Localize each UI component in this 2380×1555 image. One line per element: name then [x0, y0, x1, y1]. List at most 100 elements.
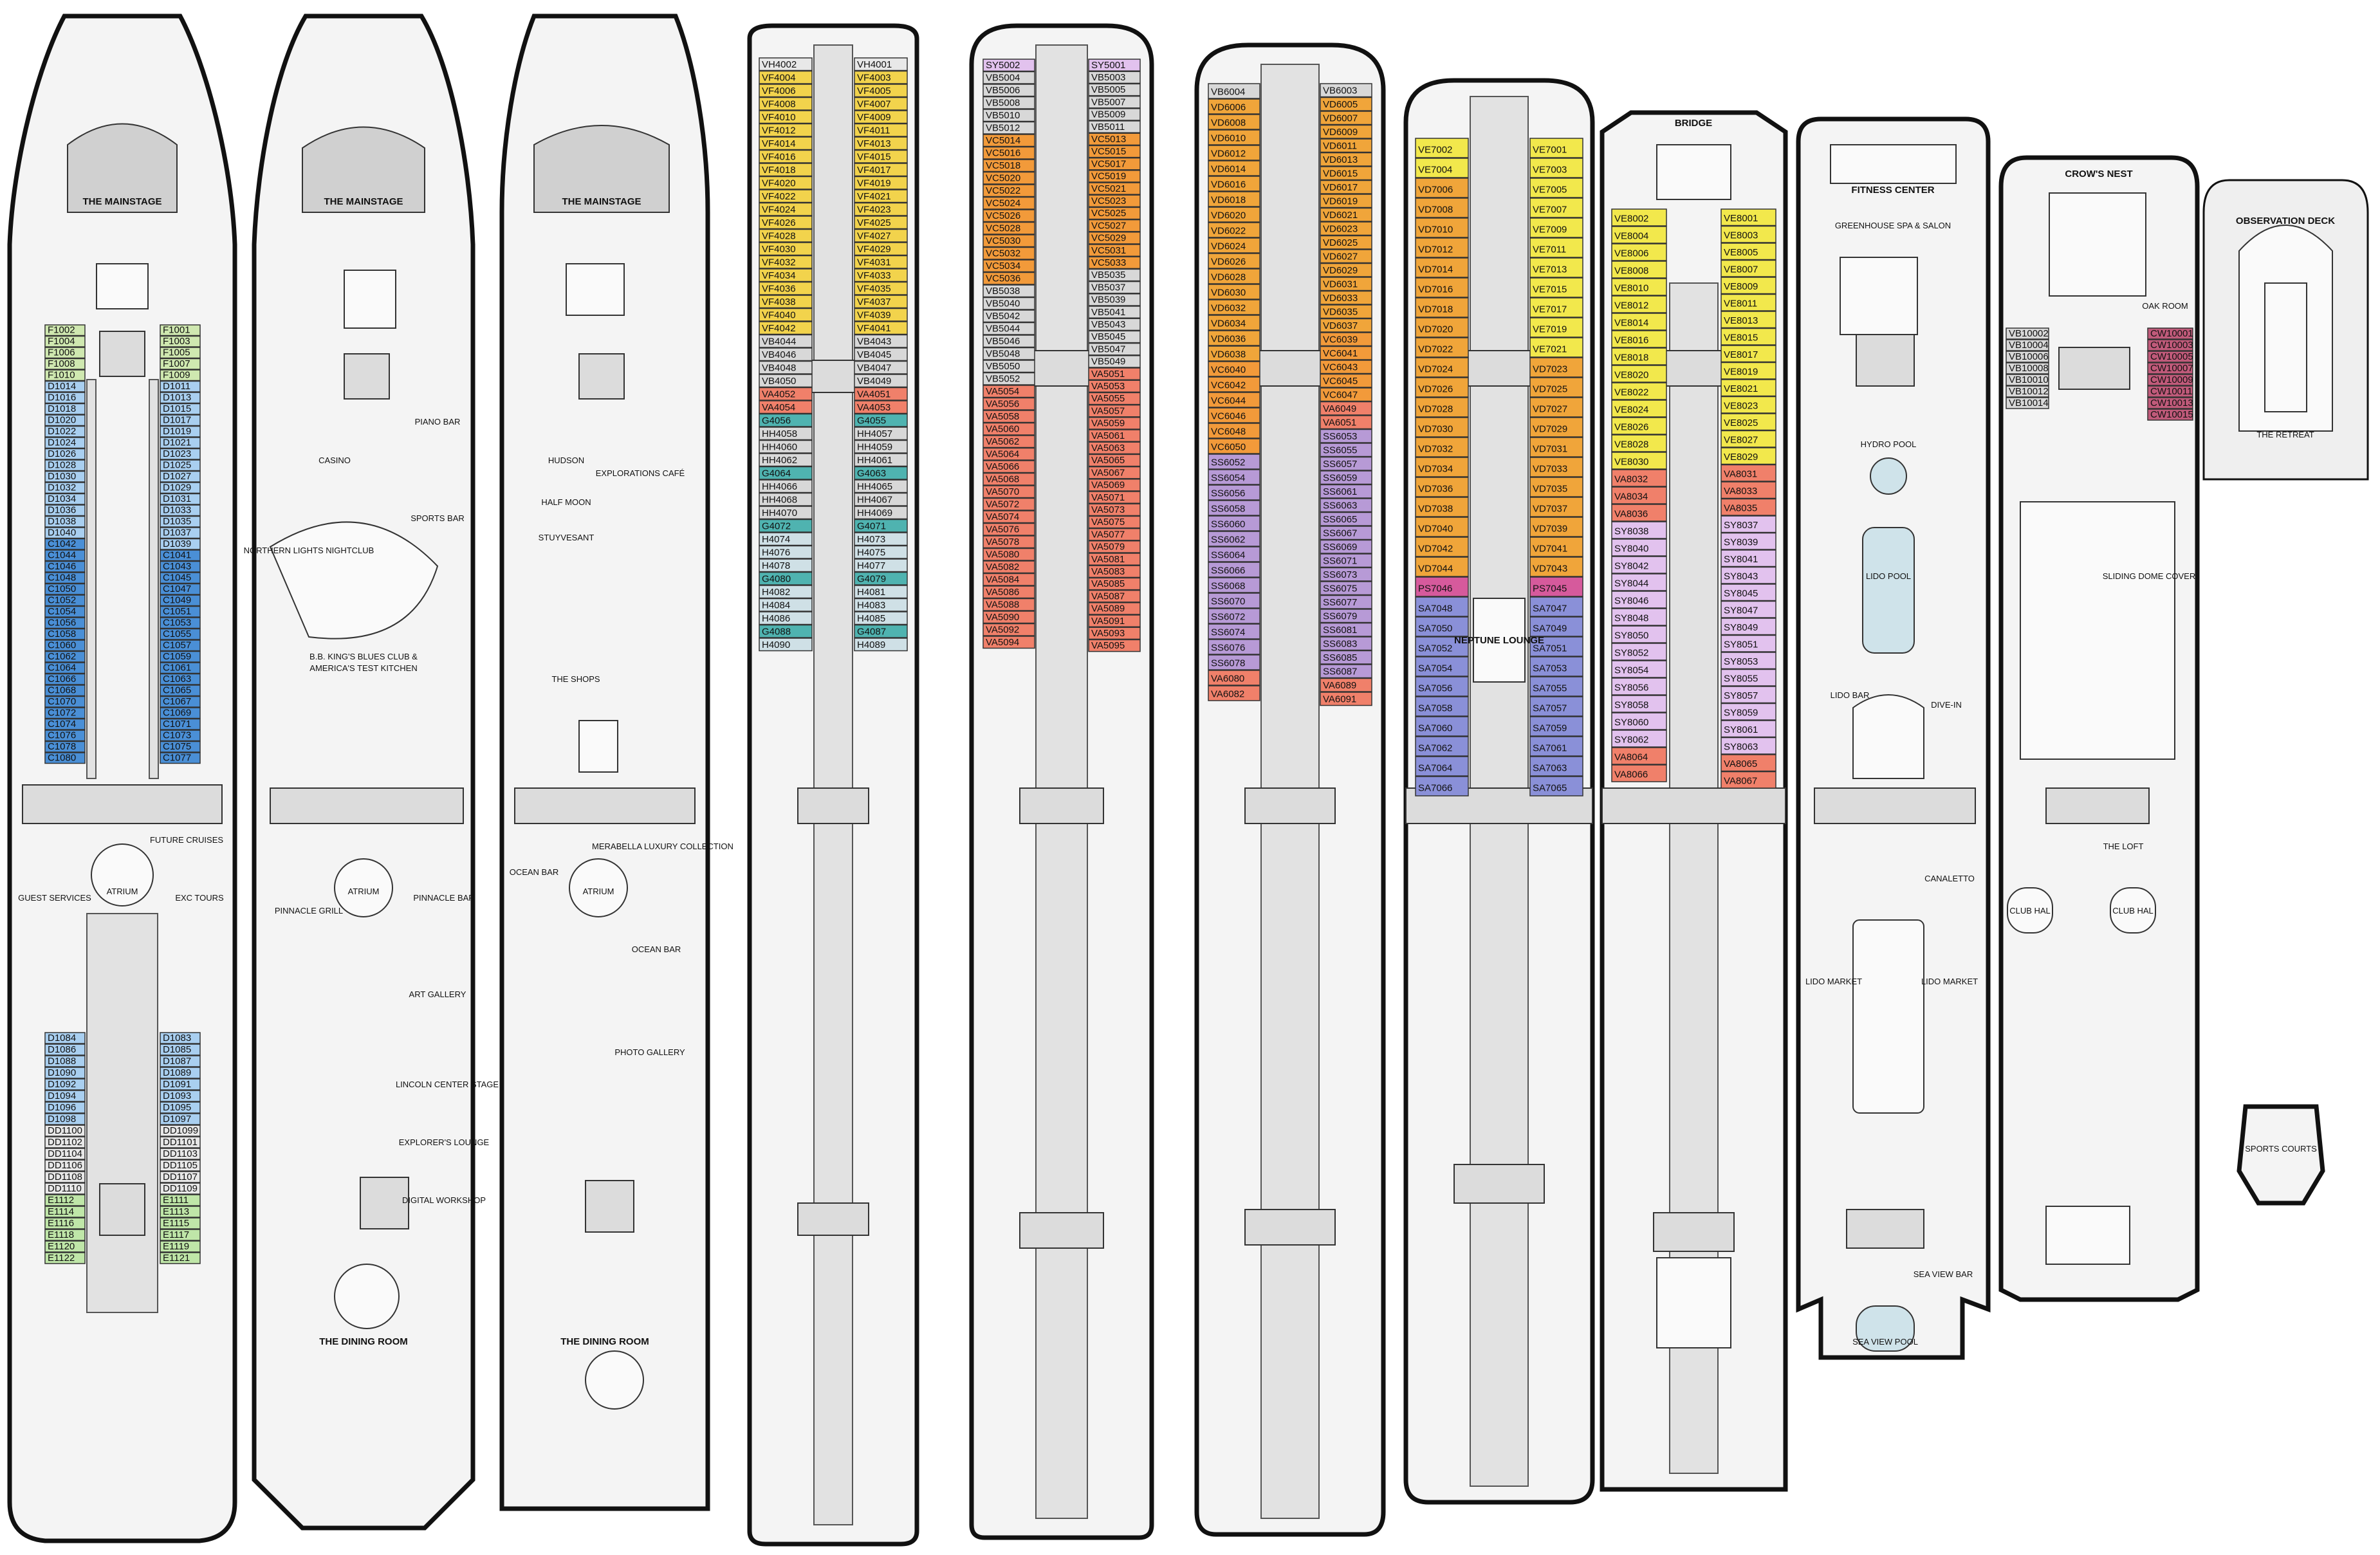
venue-the-loft[interactable]: THE LOFT: [2103, 842, 2144, 851]
cabin-VA5058[interactable]: VA5058: [982, 410, 1035, 423]
cabin-DD1100[interactable]: DD1100: [44, 1125, 86, 1137]
cabin-VD6012[interactable]: VD6012: [1208, 145, 1260, 161]
cabin-VC5027[interactable]: VC5027: [1088, 219, 1141, 232]
cabin-CW10011[interactable]: CW10011: [2147, 385, 2193, 398]
cabin-VA4051[interactable]: VA4051: [854, 387, 908, 401]
venue-club-hal-port[interactable]: CLUB HAL: [2009, 906, 2051, 916]
cabin-SA7047[interactable]: SA7047: [1529, 596, 1583, 617]
cabin-box[interactable]: [982, 335, 1035, 348]
cabin-D1093[interactable]: D1093: [160, 1090, 201, 1102]
cabin-VF4036[interactable]: VF4036: [759, 281, 813, 295]
cabin-VB10008[interactable]: VB10008: [2006, 362, 2049, 374]
cabin-box[interactable]: [759, 638, 813, 652]
cabin-D1089[interactable]: D1089: [160, 1067, 201, 1079]
cabin-box[interactable]: [1611, 295, 1667, 313]
cabin-box[interactable]: [854, 308, 908, 322]
cabin-D1033[interactable]: D1033: [160, 504, 201, 517]
venue-the-retreat[interactable]: THE RETREAT: [2256, 430, 2314, 439]
cabin-D1086[interactable]: D1086: [44, 1044, 86, 1056]
cabin-box[interactable]: [1611, 643, 1667, 661]
cabin-E1114[interactable]: E1114: [44, 1206, 86, 1218]
cabin-box[interactable]: [759, 281, 813, 295]
venue-dive-in[interactable]: DIVE-IN: [1931, 700, 1962, 710]
cabin-VB5008[interactable]: VB5008: [982, 96, 1035, 109]
cabin-VE8015[interactable]: VE8015: [1720, 327, 1776, 345]
cabin-C1058[interactable]: C1058: [44, 628, 86, 640]
cabin-box[interactable]: [1208, 531, 1260, 547]
cabin-VC5030[interactable]: VC5030: [982, 234, 1035, 248]
venue-crows-nest[interactable]: CROW'S NEST: [2065, 169, 2132, 179]
cabin-SA7051[interactable]: SA7051: [1529, 636, 1583, 657]
cabin-box[interactable]: [1415, 696, 1469, 717]
cabin-D1014[interactable]: D1014: [44, 380, 86, 392]
cabin-VC5022[interactable]: VC5022: [982, 184, 1035, 198]
venue-explorers-lounge[interactable]: EXPLORER'S LOUNGE: [399, 1137, 490, 1147]
cabin-VD6023[interactable]: VD6023: [1320, 221, 1372, 236]
cabin-box[interactable]: [982, 146, 1035, 160]
cabin-box[interactable]: [1611, 208, 1667, 226]
cabin-VC6040[interactable]: VC6040: [1208, 361, 1260, 377]
cabin-SS6058[interactable]: SS6058: [1208, 500, 1260, 516]
cabin-VE8017[interactable]: VE8017: [1720, 345, 1776, 363]
cabin-box[interactable]: [1320, 692, 1372, 706]
venue-canaletto[interactable]: CANALETTO: [1924, 874, 1975, 883]
cabin-box[interactable]: [1720, 225, 1776, 243]
cabin-VE7021[interactable]: VE7021: [1529, 337, 1583, 358]
cabin-VF4012[interactable]: VF4012: [759, 123, 813, 137]
cabin-D1039[interactable]: D1039: [160, 538, 201, 550]
cabin-box[interactable]: [1320, 318, 1372, 333]
cabin-box[interactable]: [982, 171, 1035, 185]
cabin-C1046[interactable]: C1046: [44, 560, 86, 573]
cabin-C1062[interactable]: C1062: [44, 650, 86, 663]
venue-bb-kings[interactable]: B.B. KING'S BLUES CLUB &: [309, 652, 418, 661]
cabin-H4074[interactable]: H4074: [759, 532, 813, 546]
cabin-box[interactable]: [1415, 736, 1469, 757]
cabin-VC5017[interactable]: VC5017: [1088, 157, 1141, 170]
cabin-DD1102[interactable]: DD1102: [44, 1136, 86, 1148]
cabin-VA4054[interactable]: VA4054: [759, 400, 813, 414]
cabin-VF4005[interactable]: VF4005: [854, 84, 908, 98]
cabin-box[interactable]: [1720, 464, 1776, 482]
cabin-VC5034[interactable]: VC5034: [982, 259, 1035, 273]
cabin-box[interactable]: [1320, 262, 1372, 277]
cabin-VB6003[interactable]: VB6003: [1320, 83, 1372, 98]
cabin-box[interactable]: [982, 121, 1035, 134]
cabin-box[interactable]: [1208, 207, 1260, 223]
cabin-box[interactable]: [1415, 217, 1469, 238]
cabin-VE7011[interactable]: VE7011: [1529, 237, 1583, 258]
cabin-box[interactable]: [854, 97, 908, 111]
cabin-HH4066[interactable]: HH4066: [759, 479, 813, 493]
cabin-box[interactable]: [44, 515, 86, 528]
cabin-box[interactable]: [1611, 556, 1667, 574]
cabin-box[interactable]: [44, 673, 86, 685]
cabin-box[interactable]: [1611, 486, 1667, 504]
cabin-box[interactable]: [160, 685, 201, 697]
cabin-VA6082[interactable]: VA6082: [1208, 685, 1260, 701]
cabin-box[interactable]: [854, 176, 908, 190]
cabin-VA5065[interactable]: VA5065: [1088, 454, 1141, 467]
cabin-box[interactable]: [1088, 293, 1141, 306]
cabin-box[interactable]: [44, 560, 86, 573]
cabin-DD1103[interactable]: DD1103: [160, 1148, 201, 1160]
cabin-CW10007[interactable]: CW10007: [2147, 362, 2193, 374]
cabin-G4056[interactable]: G4056: [759, 413, 813, 427]
cabin-box[interactable]: [1088, 355, 1141, 368]
cabin-VB4043[interactable]: VB4043: [854, 334, 908, 348]
cabin-VD6029[interactable]: VD6029: [1320, 262, 1372, 277]
cabin-box[interactable]: [2006, 339, 2049, 351]
cabin-VE7001[interactable]: VE7001: [1529, 138, 1583, 158]
cabin-C1059[interactable]: C1059: [160, 650, 201, 663]
cabin-VD6013[interactable]: VD6013: [1320, 152, 1372, 167]
cabin-VE8018[interactable]: VE8018: [1611, 347, 1667, 365]
cabin-SS6075[interactable]: SS6075: [1320, 581, 1372, 596]
cabin-box[interactable]: [1611, 538, 1667, 557]
cabin-VF4037[interactable]: VF4037: [854, 295, 908, 309]
cabin-box[interactable]: [982, 535, 1035, 549]
cabin-E1122[interactable]: E1122: [44, 1252, 86, 1264]
cabin-box[interactable]: [1611, 764, 1667, 782]
cabin-D1023[interactable]: D1023: [160, 448, 201, 460]
cabin-box[interactable]: [759, 228, 813, 243]
cabin-SY8053[interactable]: SY8053: [1720, 652, 1776, 670]
cabin-box[interactable]: [1208, 376, 1260, 392]
cabin-box[interactable]: [1208, 330, 1260, 346]
